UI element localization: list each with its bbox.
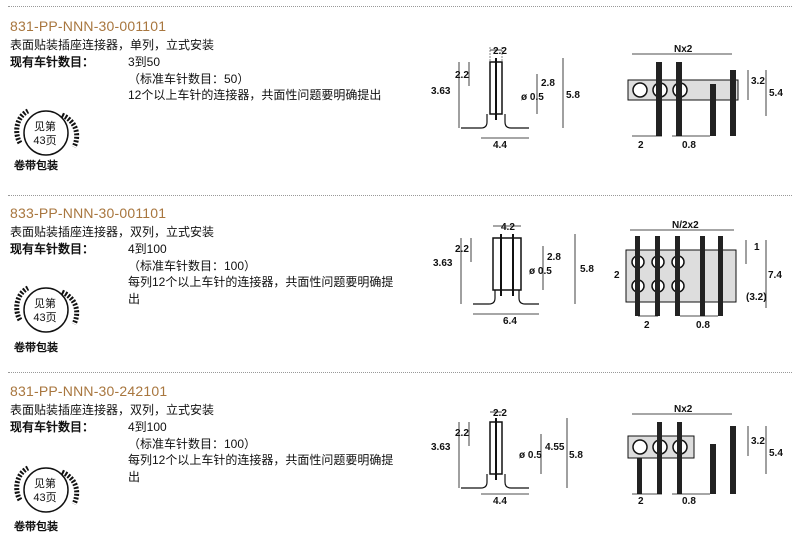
page-reference: 见第 43页 bbox=[24, 477, 66, 505]
dim-pin-diameter: ø 0.5 bbox=[521, 92, 544, 103]
pin-count-value: 4到100 bbox=[128, 420, 167, 434]
part-number: 833-PP-NNN-30-001101 bbox=[10, 205, 167, 221]
product-block: 831-PP-NNN-30-242101 表面贴装插座连接器，双列，立式安装 现… bbox=[10, 383, 430, 553]
dim-height-2: 7.4 bbox=[768, 270, 782, 281]
dim-contact-height: 2.8 bbox=[541, 78, 555, 89]
tape-reel-icon bbox=[6, 460, 86, 540]
dim-span: Nx2 bbox=[674, 44, 693, 55]
product-block: 833-PP-NNN-30-001101 表面贴装插座连接器，双列，立式安装 现… bbox=[10, 205, 430, 375]
dim-contact-height: 4.55 bbox=[545, 442, 565, 453]
dim-width: 2.2 bbox=[493, 408, 507, 419]
tape-packaging-label: 卷带包装 bbox=[14, 342, 58, 354]
dim-total-height: 5.8 bbox=[580, 264, 594, 275]
top-view-drawing: N/2x2 2 1 7.4 (3.2) 2 0.8 bbox=[600, 220, 796, 337]
coplanarity-note: 每列12个以上车针的连接器，共面性问题要明确提出 bbox=[128, 453, 394, 484]
pin-count-value: 4到100 bbox=[128, 242, 167, 256]
dim-upper-height: 2.2 bbox=[455, 70, 469, 81]
section-divider bbox=[8, 195, 792, 196]
dim-base-width: 4.4 bbox=[493, 496, 507, 507]
pin-count-label: 现有车针数目： bbox=[10, 420, 95, 434]
dim-base-width: 6.4 bbox=[503, 316, 517, 327]
dim-pitch: 2 bbox=[638, 140, 644, 151]
dim-height-3: (3.2) bbox=[746, 292, 767, 303]
dim-pin-diameter: ø 0.5 bbox=[529, 266, 552, 277]
dim-total-height: 5.8 bbox=[569, 450, 583, 461]
part-number: 831-PP-NNN-30-001101 bbox=[10, 18, 167, 34]
dim-pin-diameter: ø 0.5 bbox=[519, 450, 542, 461]
page-reference-line: 见第 43页 bbox=[33, 478, 57, 504]
tape-packaging-label: 卷带包装 bbox=[14, 160, 58, 172]
dim-height-2: 5.4 bbox=[769, 448, 783, 459]
standard-pin-count: （标准车针数目：50） bbox=[128, 72, 250, 86]
dim-span: Nx2 bbox=[674, 404, 693, 415]
dim-lower-height: 3.63 bbox=[433, 258, 453, 269]
product-description: 表面贴装插座连接器，双列，立式安装 bbox=[10, 403, 215, 417]
dim-width: 4.2 bbox=[501, 222, 515, 233]
page-reference-line: 见第 43页 bbox=[33, 121, 57, 147]
dim-upper-height: 2.2 bbox=[455, 244, 469, 255]
part-number: 831-PP-NNN-30-242101 bbox=[10, 383, 168, 399]
dim-height-1: 1 bbox=[754, 242, 760, 253]
coplanarity-note: 每列12个以上车针的连接器，共面性问题要明确提出 bbox=[128, 275, 394, 306]
top-view-drawing: Nx2 3.2 5.4 2 0.8 bbox=[618, 404, 798, 519]
tape-reel-icon bbox=[6, 103, 86, 183]
section-divider bbox=[8, 6, 792, 7]
pin-count-label: 现有车针数目： bbox=[10, 55, 95, 69]
dim-pitch: 2 bbox=[638, 496, 644, 507]
dim-pitch: 2 bbox=[644, 320, 650, 331]
page-reference: 见第 43页 bbox=[24, 120, 66, 148]
dim-total-height: 5.8 bbox=[566, 90, 580, 101]
coplanarity-note: 12个以上车针的连接器，共面性问题要明确提出 bbox=[128, 88, 382, 102]
section-divider bbox=[8, 372, 792, 373]
dim-gap: 0.8 bbox=[696, 320, 710, 331]
dim-lower-height: 3.63 bbox=[431, 86, 451, 97]
dim-lower-height: 3.63 bbox=[431, 442, 451, 453]
tape-packaging-label: 卷带包装 bbox=[14, 521, 58, 533]
product-description: 表面贴装插座连接器，单列，立式安装 bbox=[10, 38, 215, 52]
product-block: 831-PP-NNN-30-001101 表面贴装插座连接器，单列，立式安装 现… bbox=[10, 18, 430, 188]
side-view-drawing: 2.2 2.2 3.63 2.8 ø 0.5 5.8 4.4 bbox=[425, 44, 595, 159]
side-view-drawing: 4.2 2.2 3.63 2.8 ø 0.5 5.8 6.4 bbox=[425, 220, 595, 335]
dim-height-1: 3.2 bbox=[751, 436, 765, 447]
standard-pin-count: （标准车针数目：100） bbox=[128, 259, 257, 273]
dim-height-1: 3.2 bbox=[751, 76, 765, 87]
dim-row-spacing: 2 bbox=[614, 270, 620, 281]
dim-base-width: 4.4 bbox=[493, 140, 507, 151]
page-reference-line: 见第 43页 bbox=[33, 298, 57, 324]
top-view-drawing: Nx2 3.2 5.4 2 0.8 bbox=[618, 44, 798, 159]
page-reference: 见第 43页 bbox=[24, 297, 66, 325]
product-description: 表面贴装插座连接器，双列，立式安装 bbox=[10, 225, 215, 239]
dim-span: N/2x2 bbox=[672, 220, 699, 231]
dim-height-2: 5.4 bbox=[769, 88, 783, 99]
dim-width: 2.2 bbox=[493, 46, 507, 57]
standard-pin-count: （标准车针数目：100） bbox=[128, 437, 257, 451]
side-view-drawing: 2.2 2.2 3.63 4.55 ø 0.5 5.8 4.4 bbox=[425, 404, 595, 519]
pin-count-label: 现有车针数目： bbox=[10, 242, 95, 256]
dim-gap: 0.8 bbox=[682, 496, 696, 507]
dim-contact-height: 2.8 bbox=[547, 252, 561, 263]
pin-count-value: 3到50 bbox=[128, 55, 161, 69]
dim-gap: 0.8 bbox=[682, 140, 696, 151]
tape-reel-icon bbox=[6, 280, 86, 360]
dim-upper-height: 2.2 bbox=[455, 428, 469, 439]
